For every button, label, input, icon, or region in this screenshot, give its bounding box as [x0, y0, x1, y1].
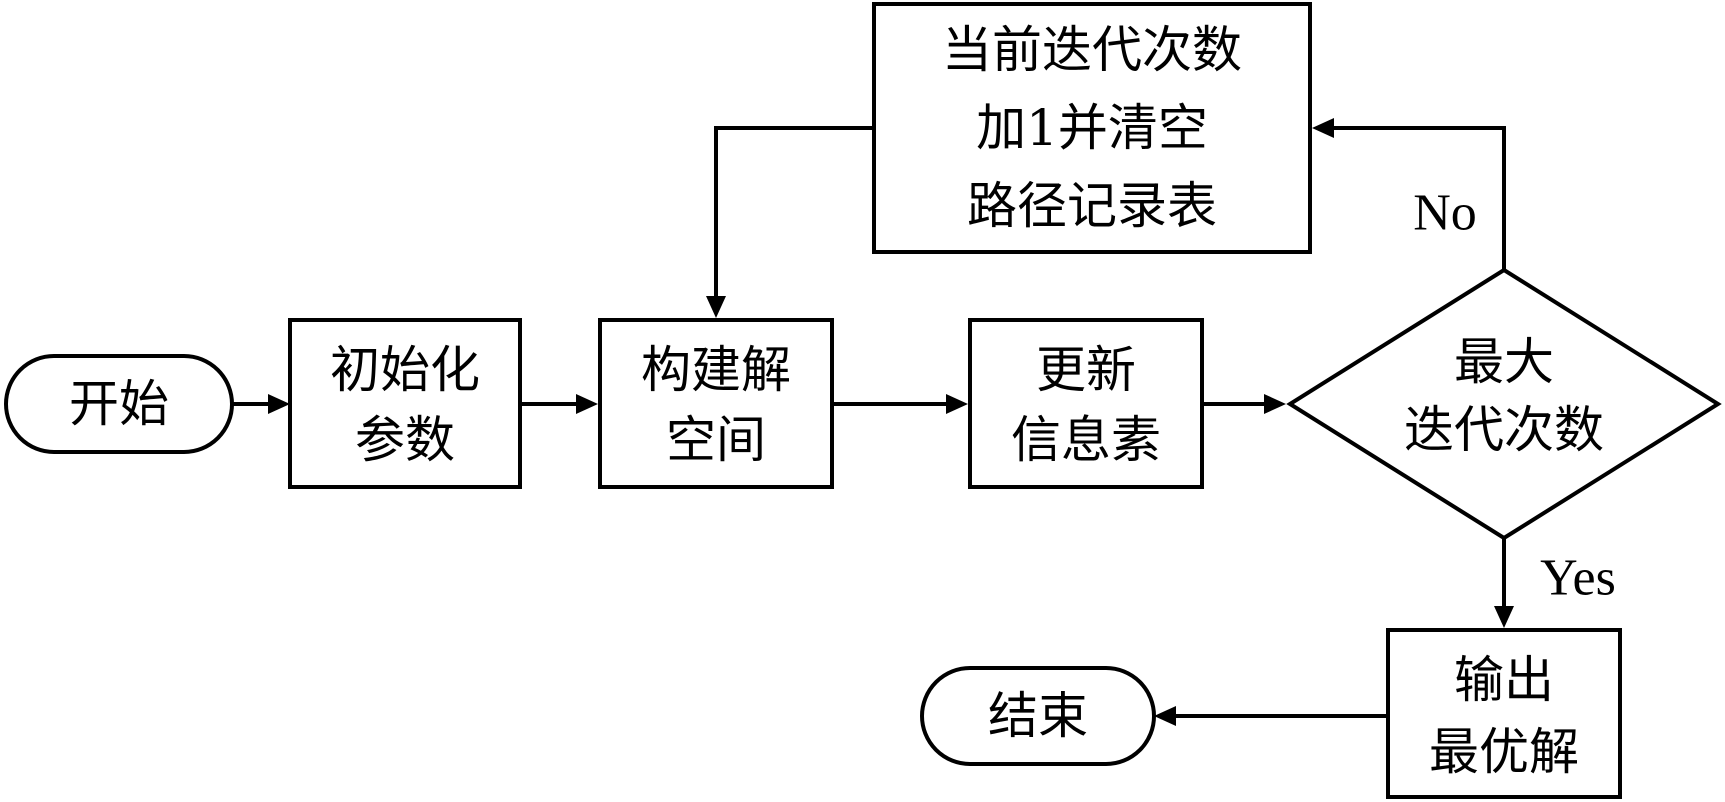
edge-construct-to-update: [832, 394, 968, 414]
node-update: 更新 信息素: [968, 318, 1204, 489]
node-end-label: 结束: [988, 687, 1088, 745]
node-update-line-1: 更新: [1036, 341, 1136, 399]
arrowhead: [268, 394, 290, 414]
arrowhead: [1312, 118, 1334, 138]
no-label: No: [1413, 185, 1477, 242]
node-output-line-1: 输出: [1454, 651, 1554, 709]
node-init: 初始化 参数: [288, 318, 522, 489]
yes-label: Yes: [1540, 550, 1616, 607]
node-construct: 构建解 空间: [598, 318, 834, 489]
edge-decision-no: No: [1312, 118, 1506, 270]
node-increment-line-3: 路径记录表: [967, 177, 1217, 235]
node-decision: 最大 迭代次数: [1286, 267, 1722, 541]
node-output-line-2: 最优解: [1429, 723, 1579, 781]
node-output: 输出 最优解: [1386, 628, 1622, 799]
arrowhead: [706, 296, 726, 318]
edge-init-to-construct: [520, 394, 598, 414]
node-decision-line-2: 迭代次数: [1404, 401, 1604, 459]
edge-increment-to-construct: [706, 126, 874, 318]
edge-update-to-decision: [1202, 394, 1286, 414]
node-update-line-2: 信息素: [1011, 411, 1161, 469]
node-start: 开始: [4, 354, 234, 454]
edge-start-to-init: [232, 394, 290, 414]
node-init-line-2: 参数: [355, 411, 455, 469]
node-increment-line-2: 加1并清空: [976, 99, 1208, 157]
arrowhead: [1154, 706, 1176, 726]
node-increment-line-1: 当前迭代次数: [942, 21, 1242, 79]
arrowhead: [576, 394, 598, 414]
arrowhead: [1264, 394, 1286, 414]
node-construct-line-2: 空间: [666, 411, 766, 469]
node-end: 结束: [920, 666, 1156, 766]
edge-output-to-end: [1154, 706, 1388, 726]
node-start-label: 开始: [69, 375, 169, 433]
node-construct-line-1: 构建解: [641, 341, 791, 399]
node-increment: 当前迭代次数 加1并清空 路径记录表: [872, 2, 1312, 254]
node-init-line-1: 初始化: [330, 341, 480, 399]
arrowhead: [946, 394, 968, 414]
edge-decision-yes: Yes: [1494, 538, 1616, 628]
arrowhead: [1494, 606, 1514, 628]
node-decision-line-1: 最大: [1454, 333, 1554, 391]
